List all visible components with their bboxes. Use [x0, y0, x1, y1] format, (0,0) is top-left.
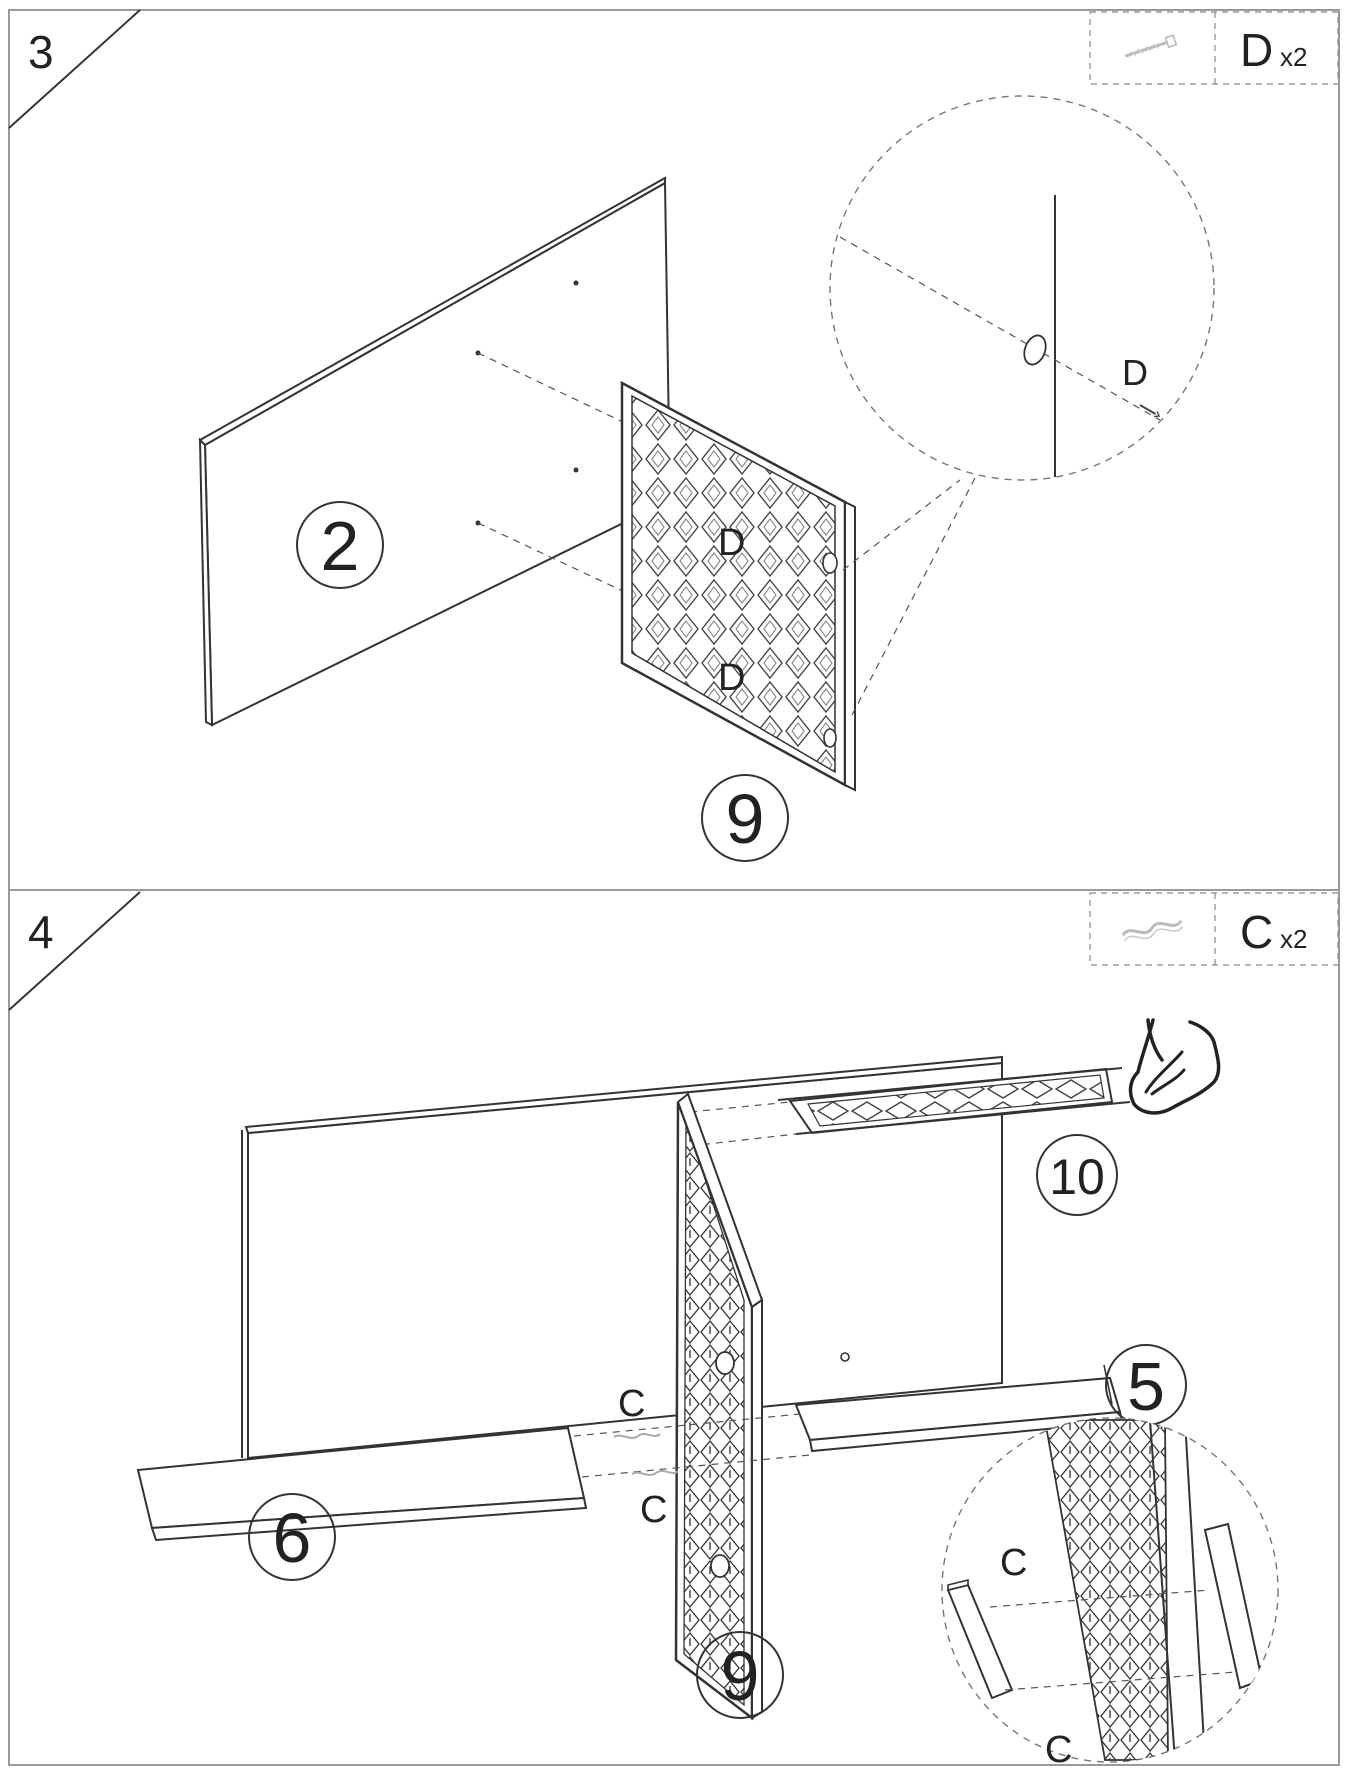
part-label-9: 9 — [701, 774, 789, 862]
detail-label: D — [1122, 352, 1148, 393]
connector-label: C — [618, 1383, 645, 1425]
step-4-corner-divider — [8, 891, 141, 1011]
detail-label: C — [1000, 1542, 1027, 1584]
step-3-hardware-letter: D — [1240, 24, 1273, 76]
screw-label: D — [718, 522, 745, 564]
step-3: 3 D x2 2 — [8, 9, 1340, 891]
svg-text:5: 5 — [1127, 1349, 1165, 1425]
svg-text:2: 2 — [321, 507, 360, 585]
connector-label: C — [640, 1489, 667, 1531]
part-label-9: 9 — [696, 1631, 784, 1719]
step-4-frame — [8, 889, 1340, 1766]
step-3-corner-divider — [8, 9, 141, 129]
part-label-5: 5 — [1105, 1344, 1187, 1426]
part-label-2: 2 — [296, 501, 384, 589]
svg-text:9: 9 — [721, 1637, 760, 1715]
panel-back — [198, 176, 672, 727]
lattice-panel — [620, 380, 856, 792]
svg-text:9: 9 — [726, 780, 765, 858]
detail-view-2: C C — [941, 1417, 1279, 1771]
screw-icon — [1124, 34, 1178, 58]
back-board — [241, 1055, 1003, 1460]
shelf-left — [136, 1426, 588, 1542]
detail-callout-line — [842, 479, 961, 571]
step-4-hardware-quantity: x2 — [1280, 924, 1307, 954]
detail-label: C — [1045, 1729, 1072, 1771]
screw-icon — [1139, 404, 1161, 418]
screw-label: D — [718, 657, 745, 699]
step-3-number: 3 — [28, 26, 54, 78]
step-4-number: 4 — [28, 906, 54, 958]
hand-icon — [1128, 1018, 1221, 1115]
top-grille — [689, 1067, 1131, 1147]
svg-text:6: 6 — [273, 1499, 312, 1577]
part-label-10: 10 — [1036, 1134, 1118, 1216]
connector-icon — [1121, 919, 1184, 942]
svg-text:10: 10 — [1049, 1149, 1105, 1205]
step-4-hardware-letter: C — [1240, 906, 1273, 958]
detail-callout-line — [851, 477, 976, 716]
step-4-hardware-box: C x2 — [1089, 892, 1339, 966]
step-4: 4 C x2 — [8, 889, 1340, 1771]
connector-icon — [613, 1433, 679, 1476]
part-label-6: 6 — [248, 1493, 336, 1581]
step-3-hardware-box: D x2 — [1089, 11, 1339, 85]
detail-view-1: D — [829, 95, 1215, 481]
step-3-hardware-quantity: x2 — [1280, 42, 1307, 72]
